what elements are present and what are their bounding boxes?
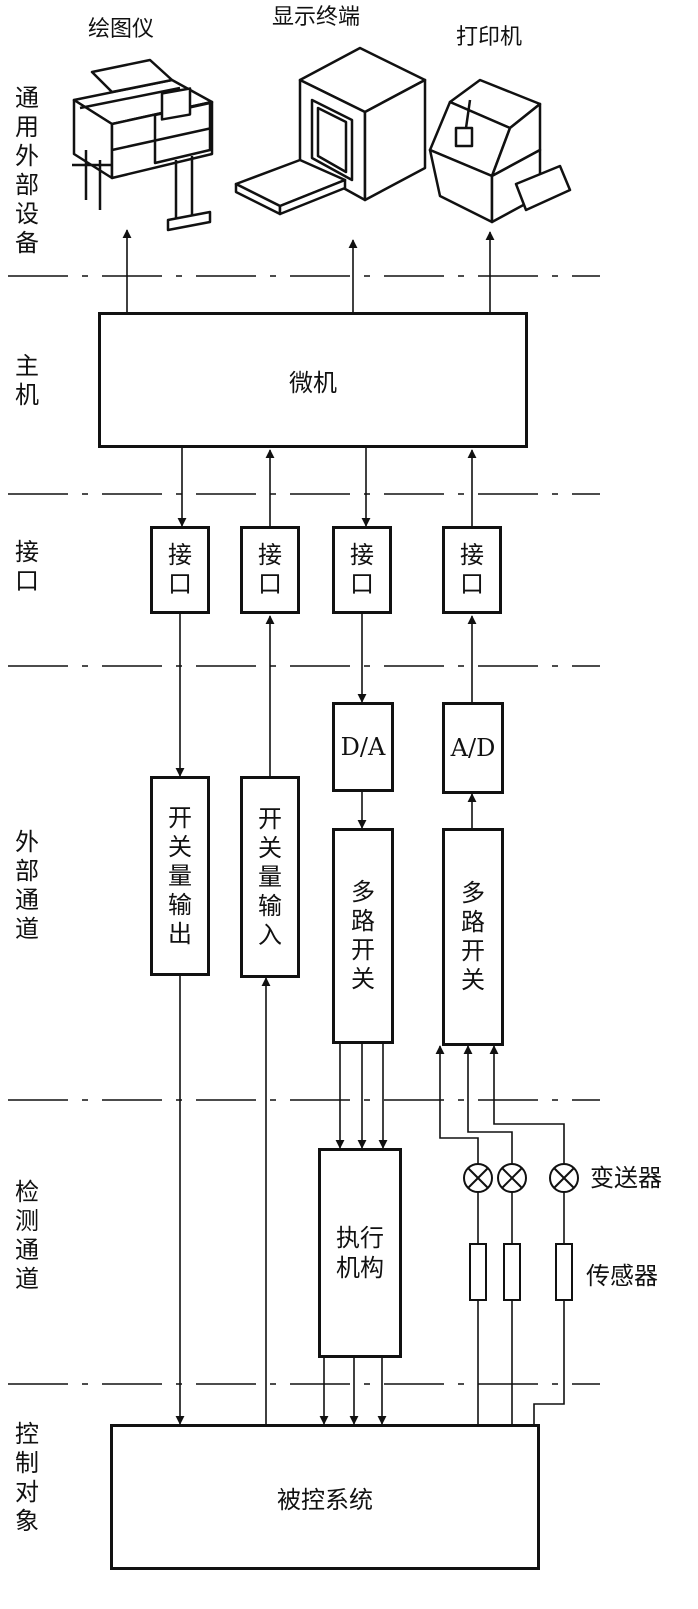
microcomputer-block: 微机 [98, 312, 528, 448]
sensor-lines [435, 1045, 565, 1424]
transmitter-2 [497, 1163, 527, 1193]
sensor-2 [503, 1243, 521, 1301]
controlled-system-block: 被控系统 [110, 1424, 540, 1570]
plotter-label: 绘图仪 [88, 17, 155, 42]
section-label-external-channel: 外部通道 [15, 828, 39, 943]
interface-block-3: 接口 [332, 526, 392, 614]
section-label-control-object: 控制对象 [15, 1420, 39, 1535]
switch-output-label: 开关量输出 [168, 803, 192, 948]
multiplexer-label-1: 多路开关 [351, 878, 375, 993]
peripheral-arrows [122, 229, 495, 312]
multiplexer-block-1: 多路开关 [332, 828, 394, 1044]
multiplexer-block-2: 多路开关 [442, 828, 504, 1046]
mux-actuator-lines [319, 1044, 388, 1425]
interface-label-2: 接口 [258, 541, 282, 598]
microcomputer-label: 微机 [289, 368, 337, 397]
multiplexer-label-2: 多路开关 [461, 879, 485, 994]
actuator-label: 执行机构 [336, 1224, 384, 1282]
display-terminal-icon [234, 46, 427, 216]
interface-block-1: 接口 [150, 526, 210, 614]
switch-input-label: 开关量输入 [258, 804, 282, 949]
section-dividers [8, 275, 600, 1385]
transmitter-symbols [463, 1163, 579, 1193]
printer-icon [428, 78, 572, 224]
host-interface-arrows [177, 448, 477, 527]
switch-output-block: 开关量输出 [150, 776, 210, 976]
interface-channel-arrows [175, 614, 477, 829]
printer-label: 打印机 [456, 25, 523, 50]
interface-label-3: 接口 [350, 541, 374, 598]
transmitter-3 [549, 1163, 579, 1193]
section-label-peripherals: 通用外部设备 [15, 84, 39, 257]
section-label-detection-channel: 检测通道 [15, 1178, 39, 1293]
sensor-3 [555, 1243, 573, 1301]
ad-block: A/D [442, 702, 504, 794]
plotter-icon [72, 58, 214, 232]
interface-label-1: 接口 [168, 541, 192, 598]
da-label: D/A [340, 733, 386, 761]
controlled-system-label: 被控系统 [277, 1485, 373, 1514]
sensor-1 [469, 1243, 487, 1301]
display-terminal-label: 显示终端 [272, 5, 361, 30]
transmitter-1 [463, 1163, 493, 1193]
sensor-symbols [469, 1243, 573, 1301]
switch-lines [175, 976, 271, 1425]
interface-block-4: 接口 [442, 526, 502, 614]
sensor-label: 传感器 [586, 1262, 658, 1290]
switch-input-block: 开关量输入 [240, 776, 300, 978]
section-label-host: 主机 [15, 352, 39, 409]
da-block: D/A [332, 702, 394, 792]
actuator-block: 执行机构 [318, 1148, 402, 1358]
ad-label: A/D [450, 734, 496, 762]
interface-block-2: 接口 [240, 526, 300, 614]
interface-label-4: 接口 [460, 541, 484, 598]
section-label-interface: 接口 [15, 538, 39, 595]
transmitter-label: 变送器 [590, 1164, 662, 1192]
